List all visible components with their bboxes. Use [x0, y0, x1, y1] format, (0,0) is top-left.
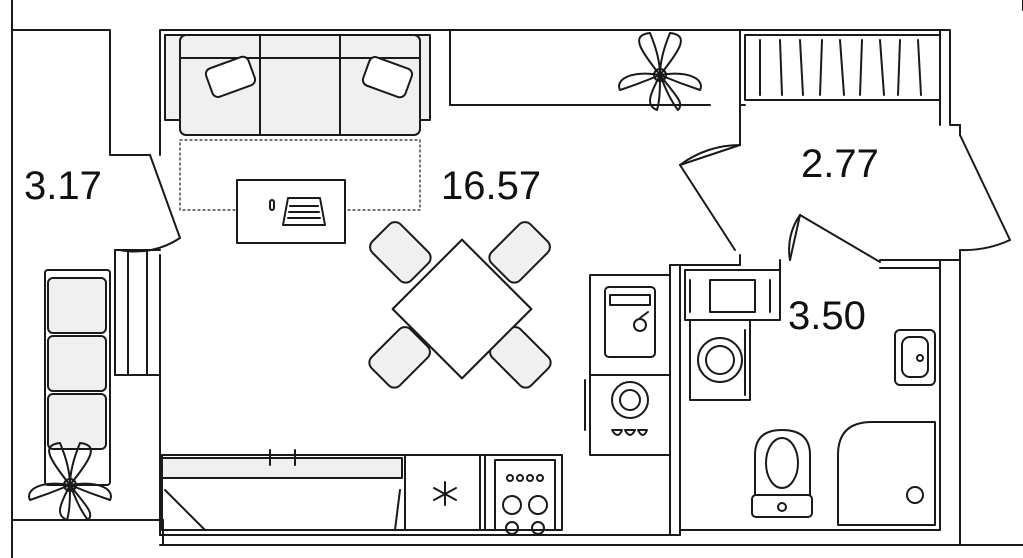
room-area-bathroom: 3.50: [788, 294, 866, 338]
doors: [119, 124, 1011, 263]
walls: [11, 0, 1023, 558]
wardrobe: [744, 34, 941, 101]
rug: [179, 139, 421, 244]
room-area-hall: 2.77: [801, 142, 879, 186]
kitchen: [161, 274, 671, 535]
room-area-living: 16.57: [441, 164, 542, 208]
sofa: [164, 34, 431, 136]
room-area-balcony: 3.17: [24, 164, 102, 208]
dining-table: [368, 221, 552, 389]
plant-decor: [28, 32, 702, 521]
balcony-bench: [44, 269, 111, 486]
bathroom-fixtures: [684, 269, 936, 526]
